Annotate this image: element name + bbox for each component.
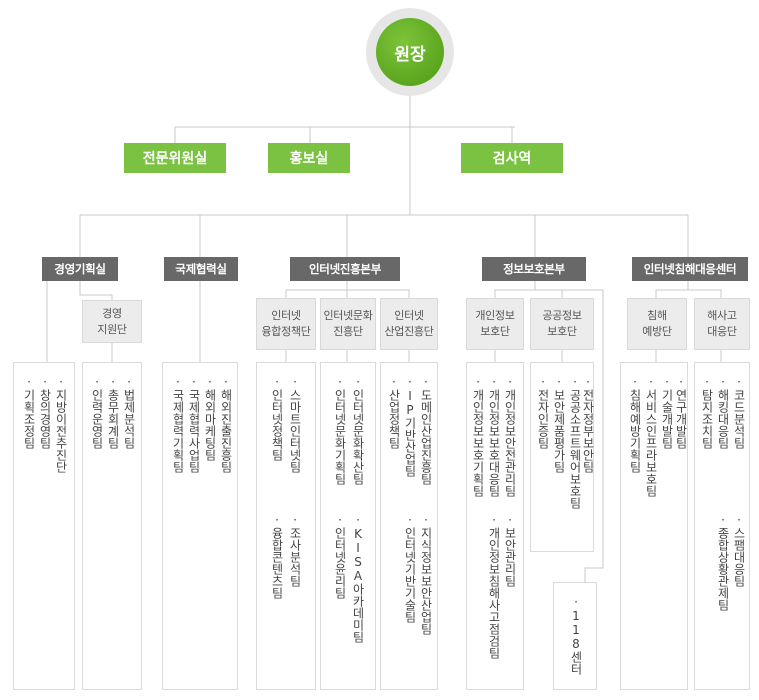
staff-office-audit[interactable]: 검사역 [461, 143, 563, 173]
team-item: 지방이전추진단 [53, 375, 68, 473]
team-item: 코드분석팀 [731, 375, 746, 449]
team-item: 총무회계팀 [105, 375, 120, 449]
team-item: 개인정보안전관리팀 [502, 375, 517, 497]
team-item: 인터넷문화기획팀 [332, 375, 347, 485]
division-management-planning[interactable]: 경영기획실 [42, 257, 118, 281]
team-item: 기술개발팀 [659, 375, 674, 449]
team-column-industry: 산업정책팀 IP기반산업팀 도메인산업진흥팀 인터넷기반기술팀 지식정보보안산업… [380, 362, 438, 690]
division-info-protection[interactable]: 정보보호본부 [482, 257, 586, 281]
team-item: 인터넷기반기술팀 [402, 513, 417, 623]
team-item: 국제협력기획팀 [170, 375, 185, 473]
team-item: 탐지조치팀 [699, 375, 714, 449]
team-item: 국제협력사업팀 [186, 375, 201, 473]
staff-office-pr[interactable]: 홍보실 [268, 143, 350, 173]
team-item: 융합콘텐츠팀 [269, 513, 284, 599]
subunit-personal-info[interactable]: 개인정보 보호단 [466, 298, 524, 350]
subunit-internet-industry[interactable]: 인터넷 산업진흥단 [380, 298, 438, 350]
team-item: 보안관리팀 [502, 513, 517, 587]
subunit-public-info[interactable]: 공공정보 보호단 [530, 298, 594, 350]
team-column-118-center: 118센터 [553, 582, 597, 690]
team-item: 전자인증팀 [535, 375, 550, 449]
team-column-international: 국제협력기획팀 국제협력사업팀 해외마케팅팀 해외진출진흥팀 [162, 362, 238, 690]
team-item: 산업정책팀 [386, 375, 401, 449]
staff-office-expert[interactable]: 전문위원실 [124, 143, 226, 173]
team-item: 인터넷정책팀 [269, 375, 284, 461]
team-item: 스팸대응팀 [731, 513, 746, 587]
team-item: 해외진출진흥팀 [218, 375, 233, 473]
division-incident-response[interactable]: 인터넷침해대응센터 [632, 257, 748, 281]
team-item: 연구개발팀 [673, 375, 688, 449]
division-international[interactable]: 국제협력실 [164, 257, 238, 281]
team-column-management: 기획조정팀 창의경영팀 지방이전추진단 [13, 362, 75, 690]
subunit-internet-convergence[interactable]: 인터넷 융합정책단 [256, 298, 316, 350]
division-internet-promotion[interactable]: 인터넷진흥본부 [290, 257, 400, 281]
subunit-intrusion-prevention[interactable]: 침해 예방단 [627, 298, 687, 350]
team-item: 118센터 [568, 595, 583, 675]
team-item: 종합상황관제팀 [715, 513, 730, 611]
subunit-internet-culture[interactable]: 인터넷문화 진흥단 [320, 298, 376, 350]
team-column-public-info: 전자인증팀 보안제품평가팀 공공소프트웨어보호팀 전자정부보안팀 [530, 362, 595, 552]
team-item: 도메인산업진흥팀 [418, 375, 433, 485]
team-item: 전자정부보안팀 [580, 375, 595, 473]
team-item: 해외마케팅팀 [202, 375, 217, 461]
root-node-director[interactable]: 원장 [376, 18, 444, 86]
team-item: 개인정보보호기획팀 [470, 375, 485, 497]
team-column-personal-info: 개인정보보호기획팀 개인정보보호대응팀 개인정보안전관리팀 개인정보침해사고점검… [466, 362, 524, 690]
team-item: 지식정보보안산업팀 [418, 513, 433, 635]
team-item: 개인정보보호대응팀 [486, 375, 501, 497]
subunit-incident-handling[interactable]: 해사고 대응단 [694, 298, 750, 350]
team-column-prevention: 침해예방기획팀 서비스인프라보호팀 기술개발팀 연구개발팀 [620, 362, 688, 690]
team-item: IP기반산업팀 [402, 375, 417, 477]
team-column-management-support: 인력운영팀 총무회계팀 법제분석팀 [82, 362, 142, 690]
team-item: 침해예방기획팀 [627, 375, 642, 473]
team-item: 기획조정팀 [21, 375, 36, 449]
subunit-management-support[interactable]: 경영 지원단 [82, 300, 142, 343]
team-item: 보안제품평가팀 [551, 375, 566, 473]
team-column-culture: 인터넷문화기획팀 인터넷문화확산팀 인터넷윤리팀 KISA아카데미팀 [320, 362, 376, 690]
team-column-convergence: 인터넷정책팀 스마트인터넷팀 융합콘텐츠팀 조사분석팀 [256, 362, 316, 690]
team-item: 개인정보침해사고점검팀 [486, 513, 501, 659]
team-item: 조사분석팀 [287, 513, 302, 587]
team-item: 서비스인프라보호팀 [643, 375, 658, 497]
team-column-incident: 탐지조치팀 해킹대응팀 코드분석팀 종합상황관제팀 스팸대응팀 [694, 362, 750, 690]
team-item: 인터넷문화확산팀 [350, 375, 365, 485]
team-item: 인력운영팀 [89, 375, 104, 449]
team-item: 공공소프트웨어보호팀 [567, 375, 582, 509]
team-item: 스마트인터넷팀 [287, 375, 302, 473]
team-item: 창의경영팀 [37, 375, 52, 449]
team-item: KISA아카데미팀 [350, 513, 365, 643]
team-item: 법제분석팀 [121, 375, 136, 449]
team-item: 해킹대응팀 [715, 375, 730, 449]
team-item: 인터넷윤리팀 [332, 513, 347, 599]
